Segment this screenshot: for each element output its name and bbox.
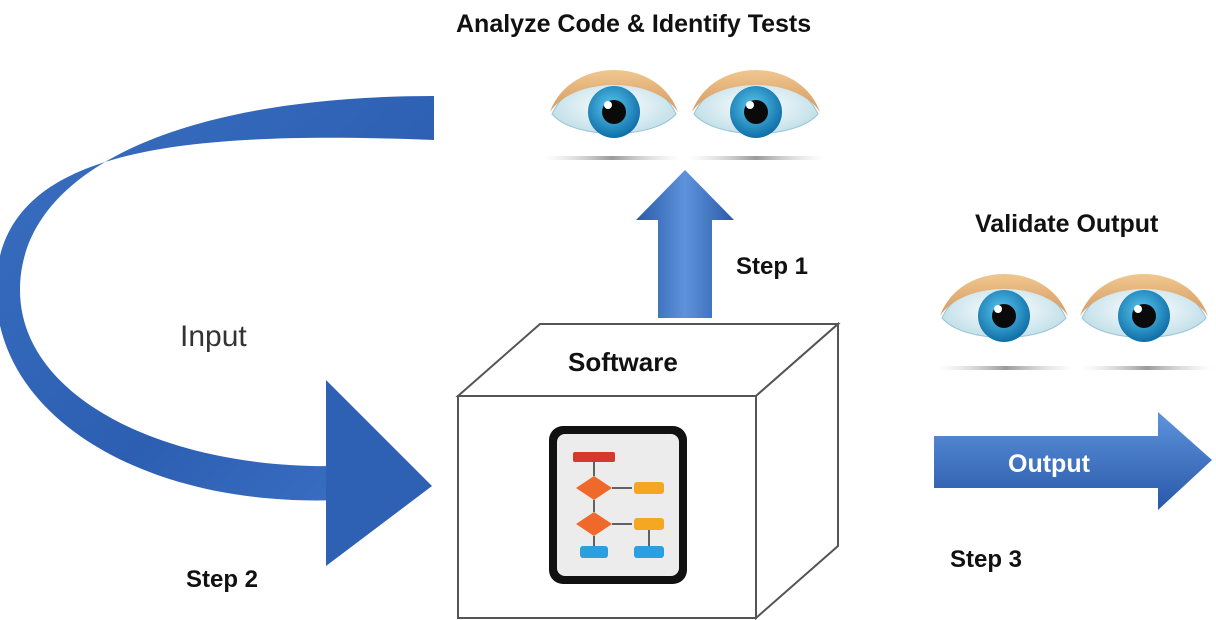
software-label: Software (568, 347, 678, 377)
flowchart-icon (549, 426, 687, 584)
input-curved-arrow (0, 96, 434, 566)
eye-shadow (688, 156, 824, 160)
step-1-label: Step 1 (736, 253, 809, 280)
eye-shadow (544, 156, 680, 160)
validate-title: Validate Output (975, 210, 1159, 238)
eye-icon (691, 69, 821, 139)
eye-shadow (1082, 366, 1212, 370)
eye-icon (939, 273, 1069, 343)
eye-shadow (938, 366, 1074, 370)
output-label: Output (1008, 450, 1090, 478)
input-label: Input (180, 320, 247, 353)
output-arrow (934, 412, 1212, 510)
step-3-label: Step 3 (950, 546, 1023, 573)
eye-icon (1079, 273, 1209, 343)
up-arrow (636, 170, 734, 318)
analyze-title: Analyze Code & Identify Tests (456, 10, 812, 38)
eye-icon (549, 69, 679, 139)
step-2-label: Step 2 (186, 566, 259, 593)
